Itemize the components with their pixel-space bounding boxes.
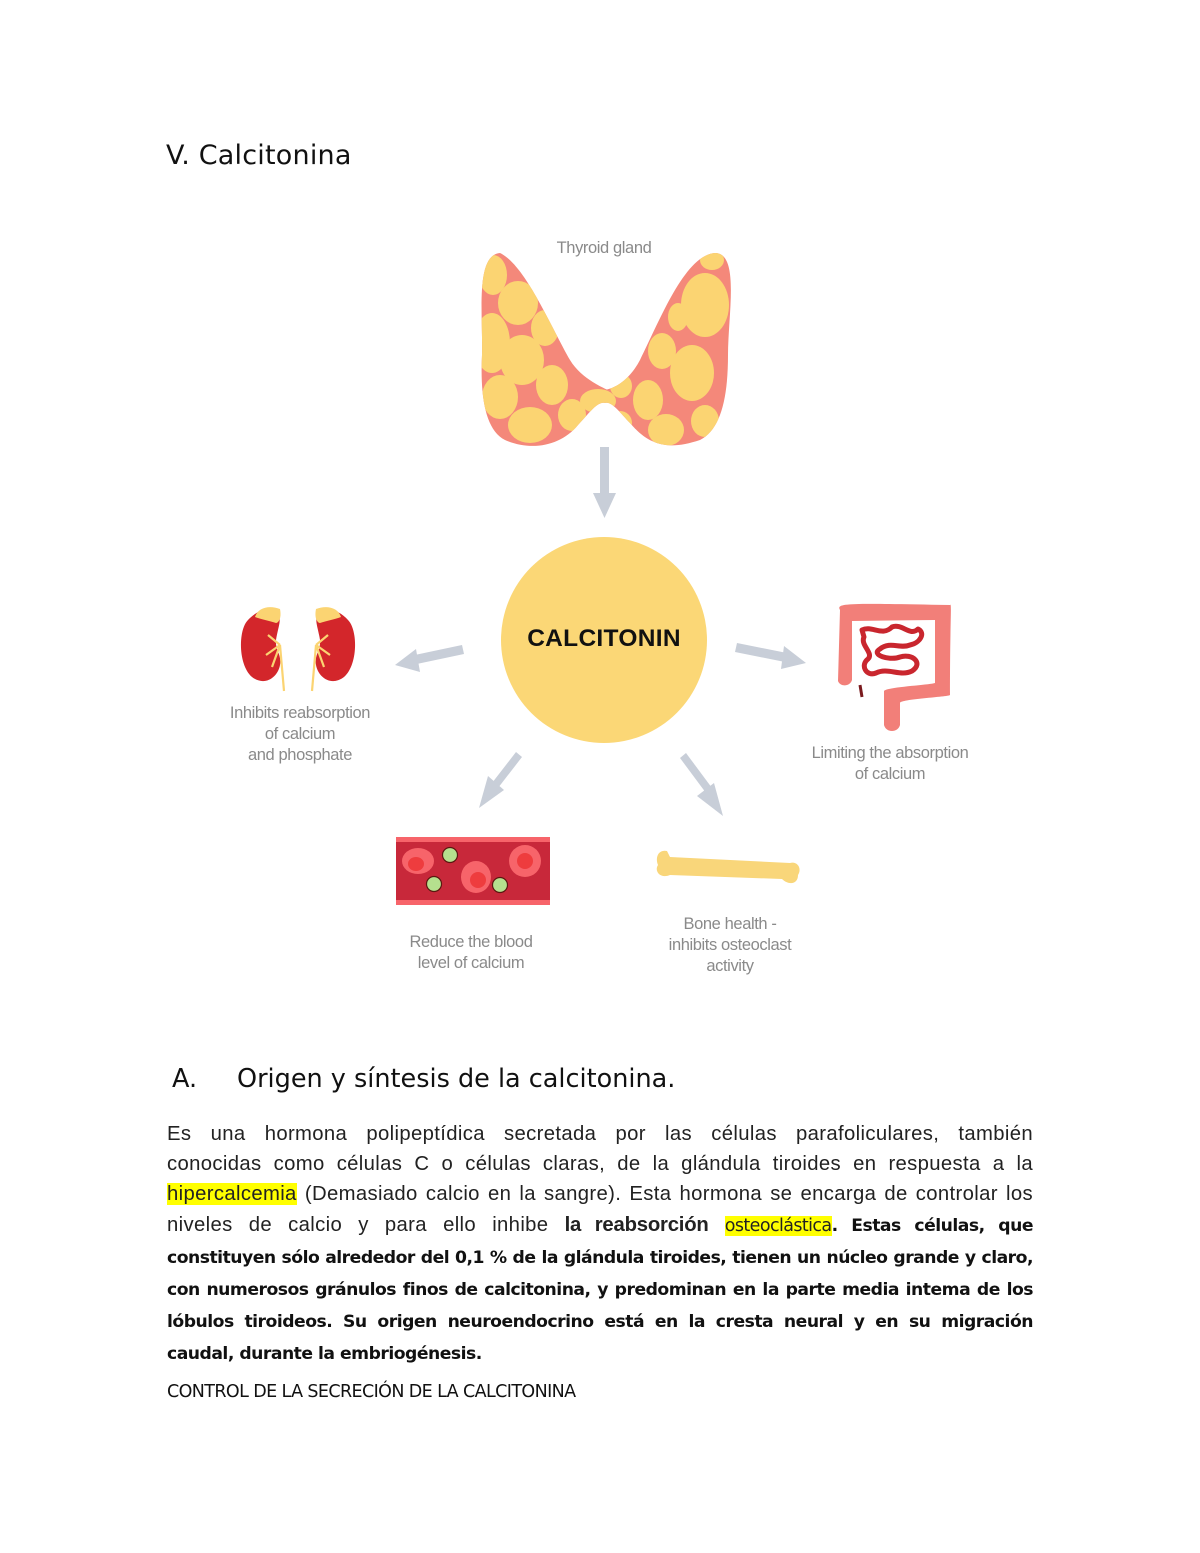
highlighted-term-osteoclastica: osteoclástica [724, 1215, 832, 1236]
thyroid-label: Thyroid gland [556, 239, 652, 257]
subsection-title: Origen y síntesis de la calcitonina. [237, 1064, 676, 1094]
calcitonin-diagram: Thyroid gland CALCITONIN Inhibits reabso… [200, 225, 1000, 995]
control-heading: CONTROL DE LA SECRECIÓN DE LA CALCITONIN… [167, 1382, 576, 1402]
bone-effect-label: Bone health - inhibits osteoclast activi… [668, 915, 792, 975]
blood-vessel-icon [396, 837, 550, 905]
kidney-effect-label: Inhibits reabsorption of calcium and pho… [229, 704, 371, 764]
intestine-icon [838, 603, 951, 731]
arrow-down-icon [593, 447, 616, 518]
arrow-down-left-icon [479, 752, 522, 808]
subsection-heading: A. Origen y síntesis de la calcitonina. [172, 1064, 675, 1094]
arrow-down-right-icon [680, 753, 723, 816]
subsection-number: A. [172, 1064, 198, 1094]
section-title: V. Calcitonina [166, 140, 352, 171]
arrow-left-icon [395, 645, 464, 672]
kidneys-icon [240, 607, 356, 692]
paragraph-text: (Demasiado calcio en la sangre). Esta ho… [167, 1183, 1033, 1236]
body-paragraph: Es una hormona polipeptídica secretada p… [167, 1119, 1034, 1370]
intestine-effect-label: Limiting the absorption of calcium [811, 744, 969, 783]
bold-text: la reabsorción [564, 1213, 709, 1236]
thyroid-gland-icon [481, 253, 731, 446]
blood-effect-label: Reduce the blood level of calcium [409, 933, 533, 972]
arrow-right-icon [735, 643, 806, 669]
bone-icon [656, 850, 800, 884]
highlighted-term-hipercalcemia: hipercalcemia [167, 1183, 297, 1206]
bold-paragraph-text: . Estas células, que constituyen sólo al… [167, 1215, 1034, 1364]
calcitonin-label: CALCITONIN [527, 625, 681, 652]
space [709, 1214, 725, 1236]
calcitonin-circle [501, 537, 707, 743]
paragraph-text: Es una hormona polipeptídica secretada p… [167, 1123, 1033, 1176]
